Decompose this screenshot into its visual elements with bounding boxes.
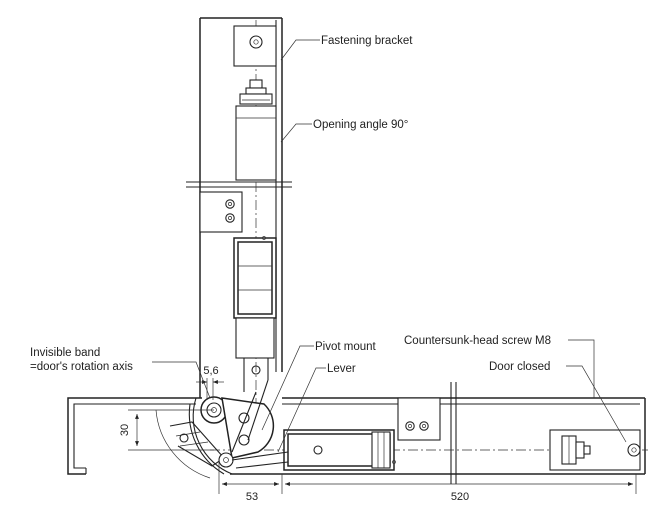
label-fastening-bracket: Fastening bracket — [321, 35, 413, 47]
label-door-closed: Door closed — [489, 361, 550, 373]
frame-profile — [67, 397, 202, 475]
fastening-bracket-right — [549, 429, 641, 471]
fastening-bracket-top — [233, 25, 277, 67]
closer-cylinder-horizontal — [283, 429, 396, 471]
label-invisible-band: Invisible band — [30, 347, 100, 359]
label-lever: Lever — [327, 363, 356, 375]
door-closed-horizontal — [210, 382, 648, 484]
mounting-plate-upper — [199, 191, 243, 233]
mounting-plate-lower — [397, 397, 441, 441]
label-pivot-mount: Pivot mount — [315, 341, 377, 353]
dimension-30 — [128, 409, 214, 451]
label-rotation-axis: =door's rotation axis — [30, 361, 133, 373]
dim-30-label: 30 — [119, 424, 131, 436]
adjusting-screw-top — [235, 79, 277, 181]
dimension-5-6 — [196, 378, 224, 400]
pivot-hinge-assembly — [155, 379, 289, 479]
dim-53-label: 53 — [246, 491, 258, 503]
label-opening-angle: Opening angle 90° — [313, 119, 408, 131]
dimension-53 — [218, 462, 283, 494]
closer-cylinder-vertical — [233, 236, 277, 392]
dim-520-label: 520 — [451, 491, 469, 503]
dim-5-6-label: 5,6 — [203, 365, 218, 377]
label-countersunk-screw: Countersunk-head screw M8 — [404, 335, 551, 347]
dimension-520 — [285, 474, 637, 494]
leader-lines — [152, 39, 627, 453]
